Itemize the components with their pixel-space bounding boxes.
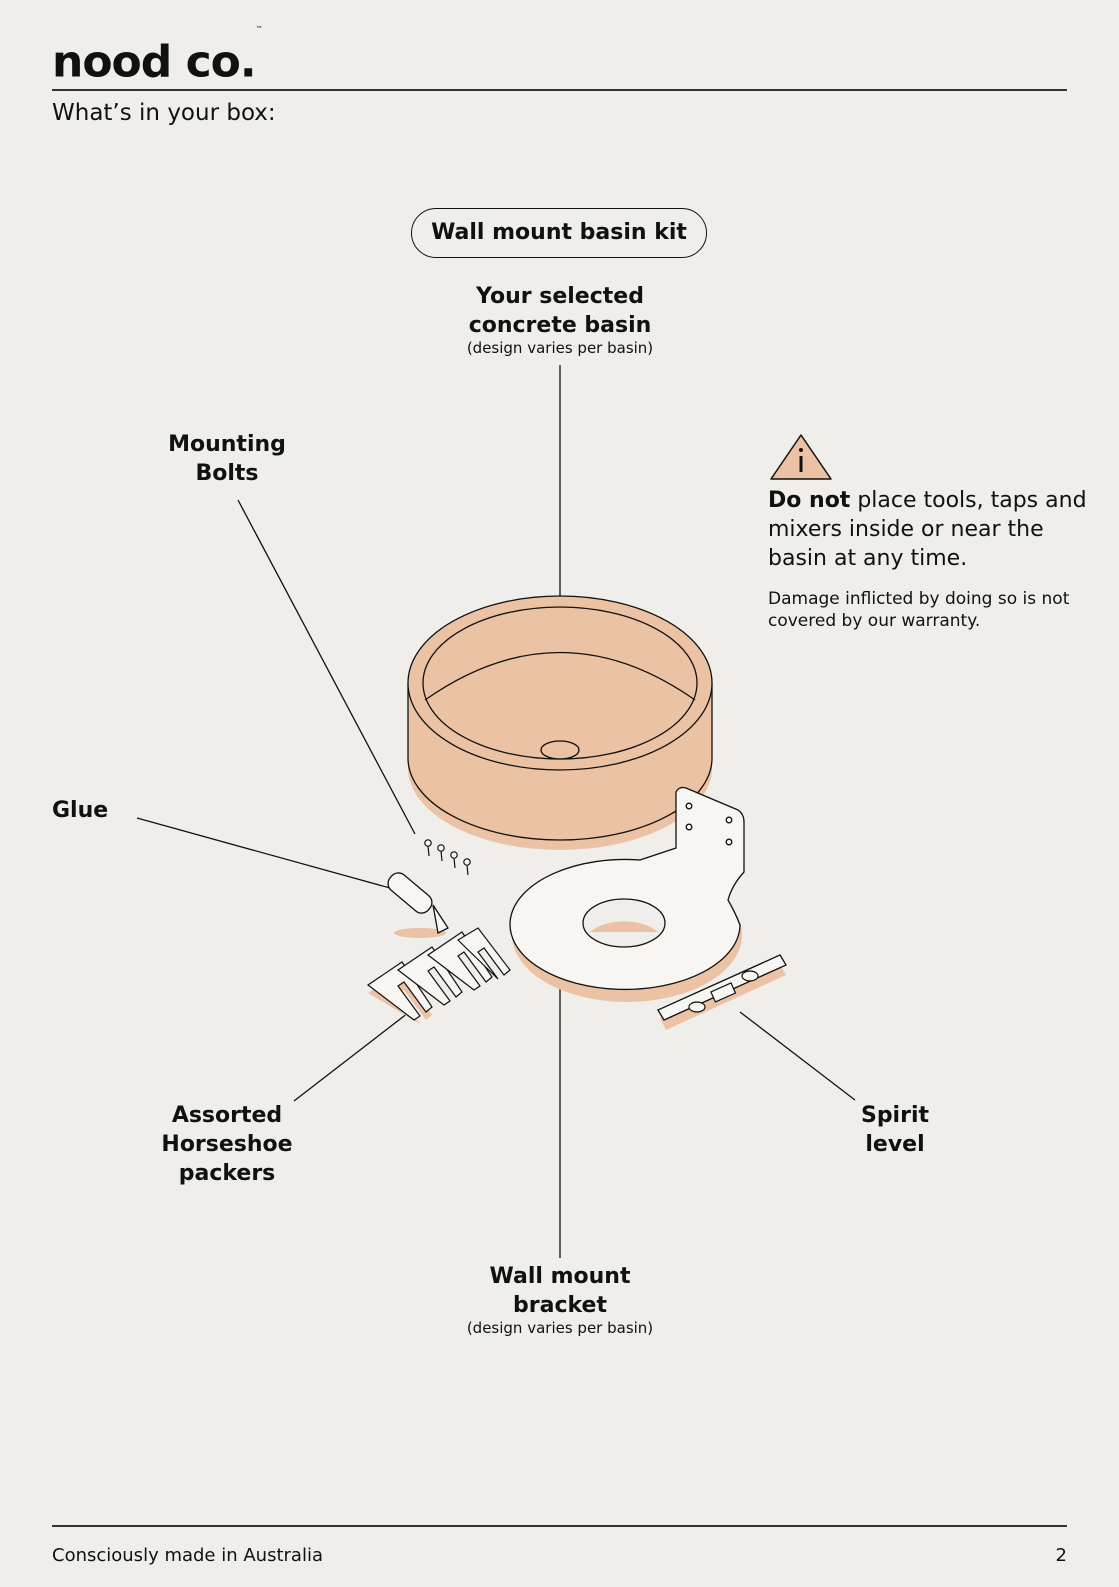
bracket-note: (design varies per basin) [466,1319,654,1337]
basin-illustration [407,595,713,850]
header-divider [52,89,1067,91]
footer-tagline: Consciously made in Australia [52,1545,323,1566]
warning-message: Do not place tools, taps and mixers insi… [768,486,1088,573]
glue-label: Glue [52,798,109,823]
kit-title: Wall mount basin kit [411,208,707,258]
bracket-illustration [509,786,745,1002]
packers-leader-line [293,1012,409,1102]
warning-bold: Do not [768,488,851,513]
packers-illustration [366,927,511,1024]
footer-divider [52,1525,1067,1527]
glue-leader-line [136,817,391,889]
page-number: 2 [1055,1545,1067,1566]
warning-subtext: Damage inflicted by doing so is not cove… [768,589,1070,631]
glue-illustration [387,872,449,938]
brand-logo: nood co. ™ [52,25,263,88]
warning-text: place tools, taps and mixers inside or n… [768,488,1087,571]
basin-note: (design varies per basin) [466,339,654,357]
bolts-leader-line [237,499,416,835]
brand-name: nood co. [52,36,257,88]
bolts-illustration [424,839,471,876]
info-warning-icon [770,434,832,480]
level-leader-line [739,1011,856,1101]
trademark-mark: ™ [255,25,263,33]
page-subtitle: What’s in your box: [52,100,276,126]
spirit-level-illustration [657,954,787,1030]
